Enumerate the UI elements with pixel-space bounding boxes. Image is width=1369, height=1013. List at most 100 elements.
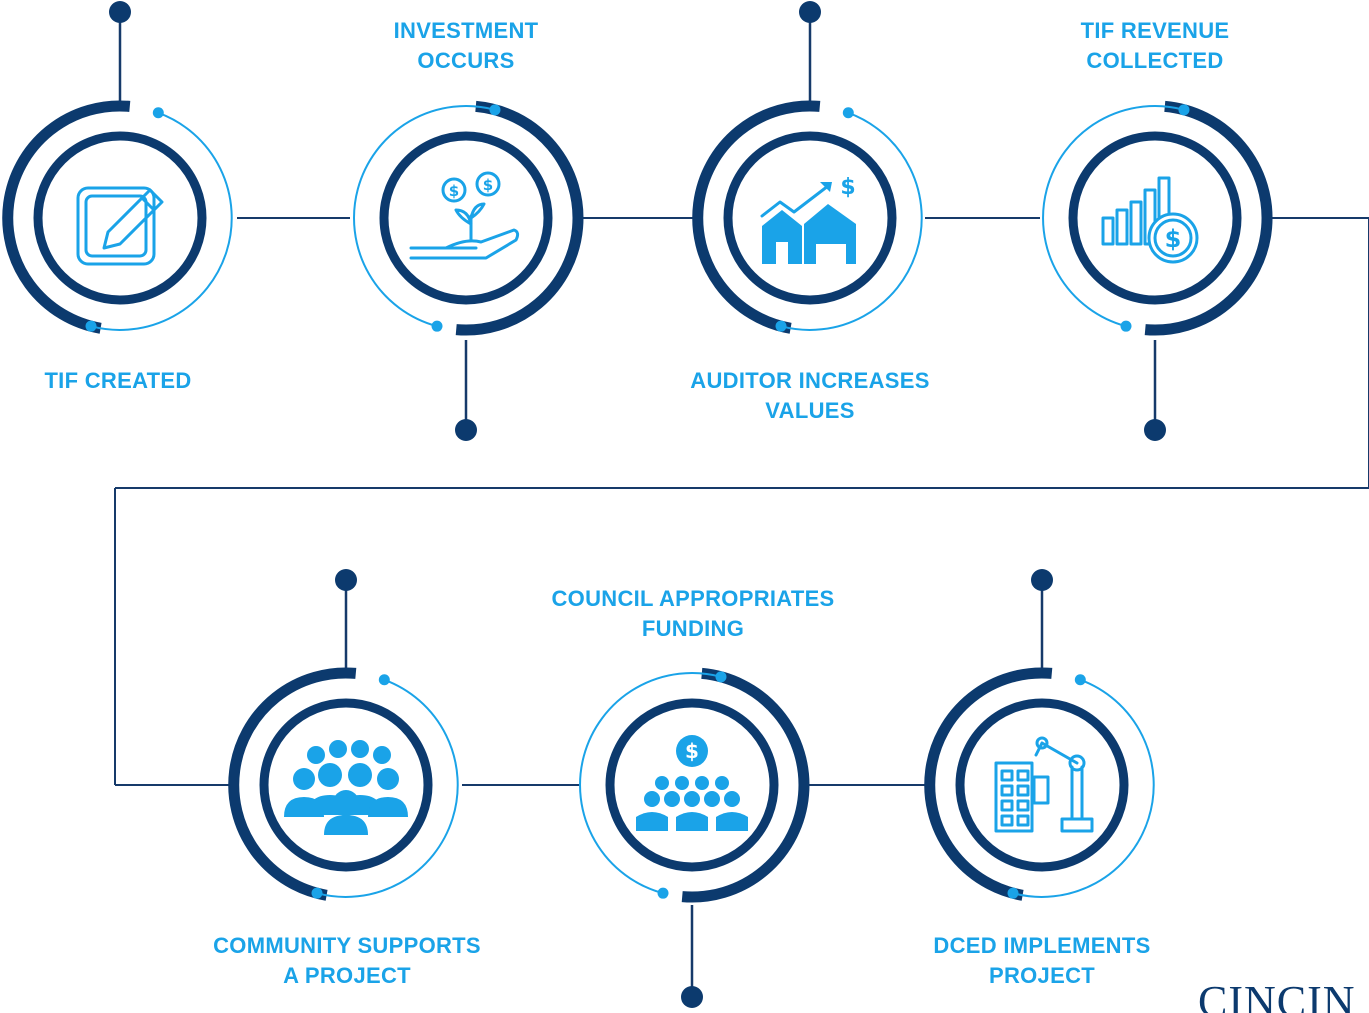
arc-end-dot [1120, 320, 1132, 332]
pin-markers [109, 1, 1166, 1008]
building-window [1000, 799, 1014, 812]
chart-bar [1115, 208, 1129, 246]
step-label-council-appropriates-funding: COUNCIL APPROPRIATES FUNDING [523, 584, 863, 644]
arc-end-dot [842, 107, 854, 119]
outer-thick-arc [228, 667, 357, 901]
person-head [348, 763, 372, 787]
audience-head [644, 791, 660, 807]
crane-joint [1068, 754, 1086, 772]
audience-head [655, 776, 669, 790]
document-inner [84, 194, 148, 258]
person-head [318, 763, 342, 787]
building-window [1016, 769, 1030, 782]
outer-thin-arc [1012, 678, 1155, 898]
inner-ring [723, 131, 897, 305]
building-window [1016, 799, 1030, 812]
bar-chart-dollar-icon: $ [1101, 176, 1199, 264]
outer-thin-arc [1042, 105, 1185, 328]
person-head [373, 746, 391, 764]
outer-thick-arc [455, 100, 584, 336]
audience-head [684, 791, 700, 807]
arc-end-dot [775, 320, 787, 332]
step-label-line: FUNDING [641, 616, 745, 641]
outer-thick-arc [681, 667, 810, 903]
audience-head [715, 776, 729, 790]
warehouse-door [816, 244, 846, 264]
step-label-line: PROJECT [988, 963, 1095, 988]
connector-lines [114, 217, 1369, 786]
plant-stem [454, 202, 486, 242]
outer-thick-arc [692, 100, 821, 334]
audience-body [636, 812, 668, 831]
chart-bar [1129, 200, 1143, 246]
people-group-icon [284, 740, 408, 835]
document-pencil-icon [76, 186, 164, 266]
coin-dollar-sign: $ [483, 176, 493, 194]
step-label-line: COUNCIL APPROPRIATES [551, 586, 835, 611]
arc-end-dot [1178, 104, 1190, 116]
outer-thin-arc [90, 111, 233, 331]
pin-dot [109, 1, 131, 23]
person-body [368, 797, 408, 817]
step-label-line: TIF REVENUE [1080, 18, 1230, 43]
pencil-band [140, 196, 156, 212]
coin-dollar-sign: $ [449, 182, 459, 200]
outer-thin-arc [316, 678, 459, 898]
audience-head [704, 791, 720, 807]
step-label-line: COMMUNITY SUPPORTS [213, 933, 481, 958]
step-label-line: COLLECTED [1086, 48, 1224, 73]
crane-arm [1034, 741, 1079, 765]
trend-arrow-head [820, 182, 832, 192]
person-body-front [324, 815, 368, 835]
crane-joint [1035, 736, 1049, 750]
step-label-dced-implements-project: DCED IMPLEMENTS PROJECT [902, 931, 1182, 991]
hand-shape [409, 228, 520, 260]
step-label-line: TIF CREATED [44, 368, 192, 393]
step-node-dced-implements-project [924, 667, 1155, 901]
dollar-sign: $ [685, 739, 699, 763]
rising-trend-line [760, 184, 830, 218]
step-label-tif-created: TIF CREATED [28, 366, 208, 396]
person-head [351, 740, 369, 758]
building-window [1000, 814, 1014, 827]
arc-end-dot [489, 104, 501, 116]
step-label-line: INVESTMENT [393, 18, 539, 43]
arc-end-dot [378, 674, 390, 686]
person-head [329, 740, 347, 758]
step-node-auditor-increases-values: $ [692, 100, 923, 334]
building-window [1000, 769, 1014, 782]
step-label-line: DCED IMPLEMENTS [933, 933, 1151, 958]
chart-bar [1101, 216, 1115, 246]
audience-head [664, 791, 680, 807]
audience-head [695, 776, 709, 790]
pin-dot [455, 419, 477, 441]
arc-end-dot [1007, 887, 1019, 899]
step-label-line: A PROJECT [283, 963, 411, 988]
document-outline [76, 186, 156, 266]
building-window [1000, 784, 1014, 797]
audience-body [676, 812, 708, 831]
step-label-line: OCCURS [417, 48, 515, 73]
coin-dollar-sign: $ [1165, 225, 1182, 253]
outer-thin-arc [579, 672, 722, 895]
building-window [1016, 784, 1030, 797]
pin-dot [681, 986, 703, 1008]
pin-dot [799, 1, 821, 23]
arc-end-dot [85, 320, 97, 332]
step-label-tif-revenue-collected: TIF REVENUE COLLECTED [1040, 16, 1270, 76]
step-label-community-supports-a-project: COMMUNITY SUPPORTS A PROJECT [187, 931, 507, 991]
houses-rising-value-icon: $ [760, 175, 856, 264]
step-label-investment-occurs: INVESTMENT OCCURS [356, 16, 576, 76]
building-outline [994, 761, 1034, 833]
pin-dot [1031, 569, 1053, 591]
crane-base [1060, 817, 1094, 833]
outer-thick-arc [924, 667, 1053, 901]
building-window [1016, 814, 1030, 827]
arc-end-dot [657, 887, 669, 899]
inner-ring [955, 698, 1129, 872]
dollar-sign: $ [840, 175, 855, 200]
crane-column [1070, 765, 1084, 821]
brand-logo-text: CINCIN [1198, 977, 1356, 1013]
person-head [293, 768, 315, 790]
